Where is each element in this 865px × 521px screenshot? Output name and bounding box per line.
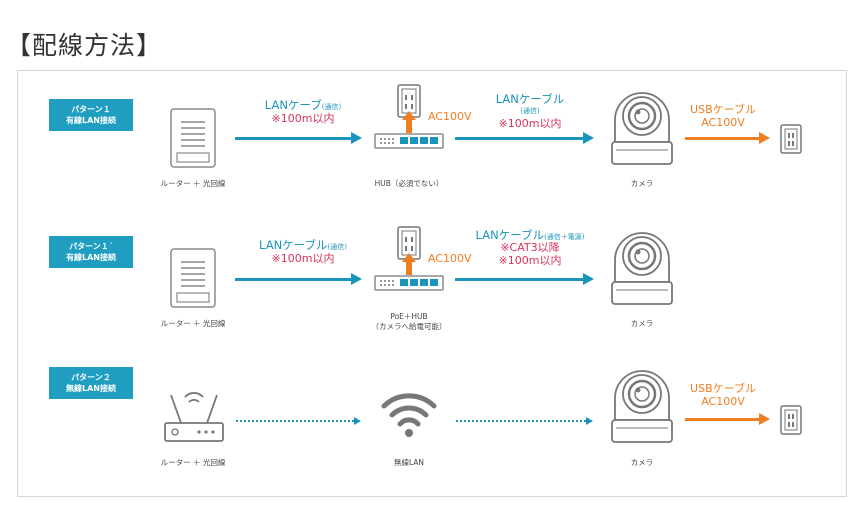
cable1-title-text: LANケーブ xyxy=(264,98,322,112)
cable1-title-text: LANケーブル xyxy=(259,238,328,252)
camera-icon xyxy=(611,92,673,165)
badge-title: パターン１ xyxy=(71,105,111,114)
cable1-note: (通信) xyxy=(327,243,347,251)
badge-title: パターン１´ xyxy=(69,242,113,251)
cable1-spec: ※100m以内 xyxy=(271,112,335,125)
camera-icon xyxy=(611,370,673,443)
camera-label: カメラ xyxy=(630,319,654,328)
wireless-arrow-2 xyxy=(456,417,593,425)
cable1-title: LANケーブル(通信) xyxy=(238,238,368,254)
cable1-note: (通信) xyxy=(321,103,342,111)
cable1-spec: ※100m以内 xyxy=(271,252,335,265)
wifi-icon xyxy=(381,393,437,437)
camera-icon xyxy=(611,232,673,305)
hub-label-line2: （カメラへ給電可能） xyxy=(371,322,447,331)
wireless-arrow-1 xyxy=(236,417,361,425)
power-arrow-up xyxy=(402,253,416,275)
usb-arrow-1 xyxy=(685,132,770,144)
power-label: AC100V xyxy=(428,252,472,265)
camera-label: カメラ xyxy=(630,179,654,188)
power-arrow-up xyxy=(402,111,416,133)
usb-power: AC100V xyxy=(701,116,745,129)
router-label: ルーター ＋ 光回線 xyxy=(160,458,226,467)
pattern-badge-2: パターン２ 無線LAN接続 xyxy=(49,367,133,399)
cable2-title-text: LANケーブル xyxy=(475,228,544,242)
lan-arrow-2 xyxy=(455,132,594,144)
wifi-label: 無線LAN xyxy=(393,458,425,467)
cable2-title: LANケーブル(通信＋電源) xyxy=(455,228,605,244)
router-label: ルーター ＋ 光回線 xyxy=(160,179,226,188)
power-label: AC100V xyxy=(428,110,472,123)
badge-subtitle: 有線LAN接続 xyxy=(66,253,116,262)
camera-label: カメラ xyxy=(630,458,654,467)
cable2-spec2: ※100m以内 xyxy=(498,254,562,267)
cable2-note: (通信＋電源) xyxy=(543,233,585,241)
outlet-icon xyxy=(397,226,421,260)
badge-subtitle: 無線LAN接続 xyxy=(66,384,116,393)
router-label: ルーター ＋ 光回線 xyxy=(160,319,226,328)
hub-icon xyxy=(374,275,444,291)
hub-icon xyxy=(374,133,444,149)
lan-arrow-4 xyxy=(455,273,594,285)
cable2-note: (通信) xyxy=(520,107,540,115)
page-title: 【配線方法】 xyxy=(6,31,163,60)
pattern-badge-1b: パターン１´ 有線LAN接続 xyxy=(49,236,133,268)
outlet-icon xyxy=(397,84,421,118)
cable1-title: LANケーブ(通信) xyxy=(238,98,368,114)
badge-title: パターン２ xyxy=(71,373,111,382)
usb-arrow-2 xyxy=(685,413,770,425)
hub-label-line1: PoE＋HUB xyxy=(390,312,428,321)
cable2-title: LANケーブル xyxy=(495,92,565,106)
outlet-icon xyxy=(780,124,802,154)
badge-subtitle: 有線LAN接続 xyxy=(66,116,116,125)
wifi-router-icon xyxy=(164,392,224,442)
usb-title: USBケーブル xyxy=(690,103,756,116)
router-icon xyxy=(170,108,216,168)
lan-arrow-3 xyxy=(235,273,362,285)
cable2-spec1: ※CAT3以降 xyxy=(500,241,560,254)
hub-label: HUB（必須でない） xyxy=(374,179,444,188)
cable2-spec: ※100m以内 xyxy=(498,117,562,130)
usb-power: AC100V xyxy=(701,395,745,408)
outlet-icon xyxy=(780,405,802,435)
usb-title: USBケーブル xyxy=(690,382,756,395)
lan-arrow-1 xyxy=(235,132,362,144)
pattern-badge-1: パターン１ 有線LAN接続 xyxy=(49,99,133,131)
router-icon xyxy=(170,248,216,308)
